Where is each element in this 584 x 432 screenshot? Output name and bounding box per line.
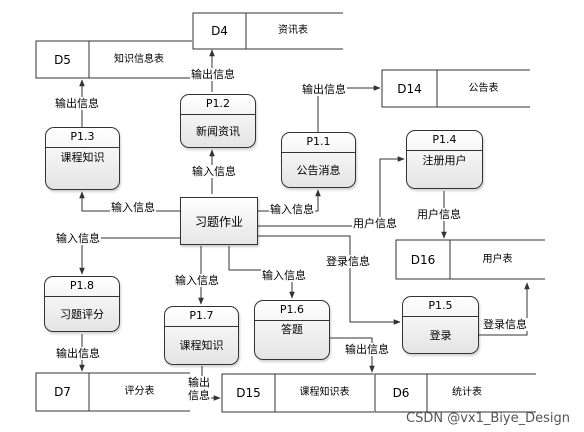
datastore-id: D7 <box>54 385 71 399</box>
d16-outline <box>395 239 545 280</box>
datastore-name: 知识信息表 <box>114 54 164 65</box>
process-p1-4: P1.4 注册用户 <box>406 130 483 189</box>
process-id: P1.1 <box>282 133 355 153</box>
process-id: P1.2 <box>181 95 255 115</box>
process-p1-2: P1.2 新闻资讯 <box>180 94 256 148</box>
datastore-id: D4 <box>211 24 228 38</box>
process-name: 答题 <box>281 323 303 336</box>
datastore-name: 统计表 <box>452 387 482 398</box>
process-p1-8: P1.8 习题评分 <box>44 276 120 332</box>
flow-label: 输出信息 <box>344 343 390 356</box>
process-id: P1.6 <box>255 301 329 321</box>
flow-label: 登录信息 <box>482 318 528 331</box>
datastore-d14: D14 公告表 <box>382 70 530 108</box>
datastore-name: 公告表 <box>468 83 499 94</box>
external-entity-label: 习题作业 <box>194 214 243 229</box>
process-name: 新闻资讯 <box>196 125 240 138</box>
d15-outline <box>221 373 374 413</box>
process-name: 公告消息 <box>296 164 341 177</box>
flow-label: 输入信息 <box>174 274 220 287</box>
flow-ext-p14 <box>258 156 405 227</box>
process-p1-6: P1.6 答题 <box>254 300 330 360</box>
datastore-id: D16 <box>410 253 436 267</box>
process-name: 习题评分 <box>60 308 104 321</box>
process-id: P1.5 <box>403 297 478 317</box>
process-p1-7: P1.7 课程知识 <box>164 306 239 365</box>
flow-label: 输入信息 <box>261 269 307 282</box>
flow-label: 用户信息 <box>352 217 398 230</box>
external-entity: 习题作业 <box>180 197 258 245</box>
datastore-d4: D4 资讯表 <box>193 12 343 50</box>
process-name: 课程知识 <box>60 151 105 164</box>
datastore-name: 用户表 <box>482 254 513 265</box>
datastore-d6: D6 统计表 <box>375 374 536 412</box>
flow-label: 输出信息 <box>54 97 100 110</box>
flow-ext-p16 <box>228 246 295 299</box>
flow-label: 输入信息 <box>269 203 315 216</box>
flow-p15-d16 <box>479 282 530 336</box>
flow-label: 输出信息 <box>301 83 347 96</box>
flow-label: 输出 信息 <box>187 376 211 402</box>
flow-p16-d6 <box>330 337 375 373</box>
process-name: 登录 <box>429 329 452 342</box>
d14-outline <box>381 69 530 108</box>
d5-outline <box>35 40 192 79</box>
process-id: P1.3 <box>46 128 119 148</box>
process-name: 注册用户 <box>422 154 467 167</box>
process-name: 课程知识 <box>179 339 224 352</box>
datastore-d5: D5 知识信息表 <box>36 41 192 79</box>
datastore-name: 课程知识表 <box>299 387 350 398</box>
flow-ext-p15 <box>258 235 401 325</box>
datastore-name: 评分表 <box>124 386 155 397</box>
datastore-id: D14 <box>397 82 422 96</box>
datastore-id: D15 <box>236 386 261 400</box>
d4-outline <box>192 12 343 50</box>
datastore-id: D6 <box>392 386 410 400</box>
process-p1-5: P1.5 登录 <box>402 296 479 354</box>
datastore-d16: D16 用户表 <box>396 241 545 279</box>
process-p1-3: P1.3 课程知识 <box>45 127 120 190</box>
flow-label: 输出信息 <box>190 68 236 81</box>
flow-label: 输入信息 <box>191 165 237 178</box>
d7-outline <box>35 372 190 412</box>
d6-outline <box>374 373 536 413</box>
datastore-id: D5 <box>54 53 71 67</box>
datastore-d7: D7 评分表 <box>36 373 190 411</box>
flow-label: 输入信息 <box>55 232 101 245</box>
watermark: CSDN @vx1_Biye_Design <box>406 411 570 426</box>
process-p1-1: P1.1 公告消息 <box>281 132 356 188</box>
process-id: P1.4 <box>407 131 482 151</box>
flow-label: 输出信息 <box>55 347 101 360</box>
flow-label: 输入信息 <box>110 201 156 214</box>
datastore-d15: D15 课程知识表 <box>222 374 374 412</box>
process-id: P1.7 <box>165 307 238 327</box>
datastore-name: 资讯表 <box>278 25 308 36</box>
flow-label: 用户信息 <box>416 208 462 221</box>
process-id: P1.8 <box>45 277 119 297</box>
flow-label: 登录信息 <box>325 255 371 268</box>
